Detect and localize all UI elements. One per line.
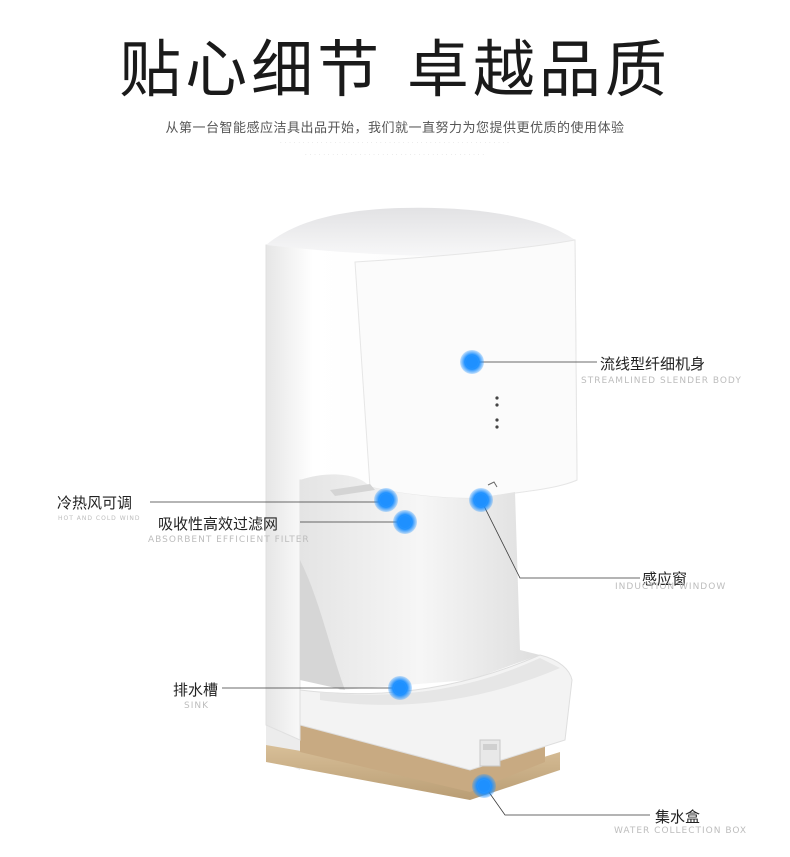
dryer-hand-cavity xyxy=(300,474,540,690)
dryer-top-surface xyxy=(266,207,575,256)
fine-print-line: · · · · · · · · · · · · · · · · · · · · … xyxy=(305,152,485,157)
fine-print-line: · · · · · · · · · · · · · · · · · · · · … xyxy=(280,140,510,145)
dryer-sink-rim xyxy=(320,658,560,705)
callout-body-sublabel: STREAMLINED SLENDER BODY xyxy=(581,376,742,386)
callout-hotcold-label: 冷热风可调 xyxy=(57,494,133,512)
callout-waterbox-sublabel: WATER COLLECTION BOX xyxy=(614,826,748,836)
page-subtitle: 从第一台智能感应洁具出品开始，我们就一直努力为您提供更优质的使用体验 xyxy=(165,121,625,136)
callout-dots xyxy=(374,350,496,798)
callout-window-label: 感应窗 xyxy=(642,570,688,588)
callout-filter-label: 吸收性高效过滤网 xyxy=(158,515,279,533)
callout-sink-sublabel: SINK xyxy=(184,701,210,711)
callout-body-label: 流线型纤细机身 xyxy=(600,355,706,373)
callout-waterbox-label: 集水盒 xyxy=(655,808,701,826)
dryer-cavity-shadow xyxy=(300,560,345,690)
callout-hotcold-sublabel: HOT AND COLD WIND xyxy=(58,515,141,522)
air-outlet xyxy=(330,484,375,496)
water-box-window xyxy=(479,739,501,767)
page-title: 贴心细节 卓越品质 xyxy=(119,33,671,106)
callout-sink-label: 排水槽 xyxy=(173,681,219,699)
callout-filter-sublabel: ABSORBENT EFFICIENT FILTER xyxy=(148,535,310,545)
callout-window-sublabel: INDUCTION WINDOW xyxy=(615,582,727,592)
